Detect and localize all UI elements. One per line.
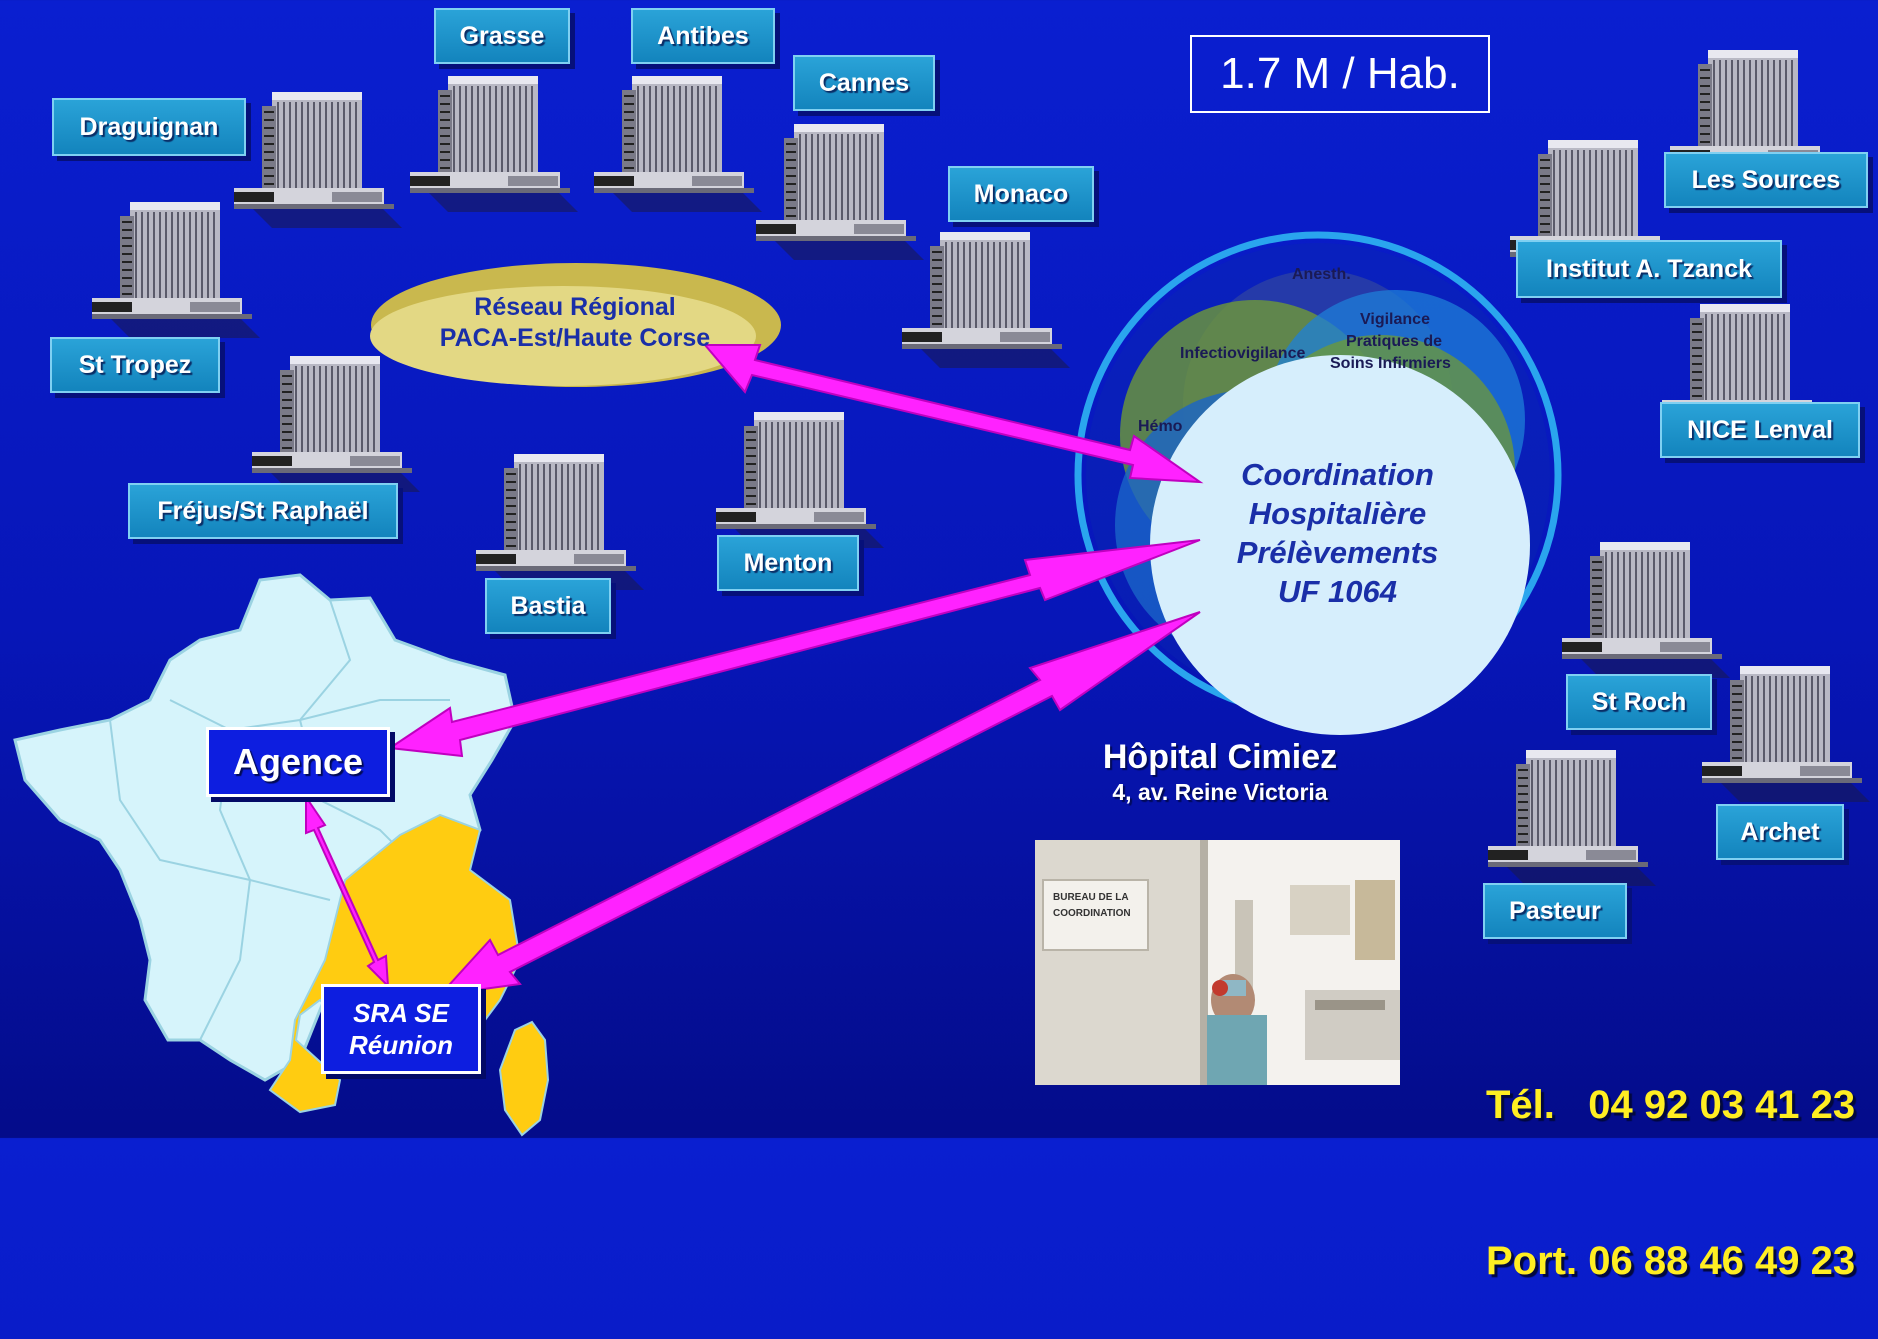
building-icon xyxy=(901,231,1071,369)
agence-box: Agence xyxy=(206,727,390,797)
hopital-address: 4, av. Reine Victoria xyxy=(1112,779,1328,805)
arrows xyxy=(305,344,1204,997)
diagram-canvas xyxy=(13,49,1871,1137)
hospital-label-antibes: Antibes xyxy=(631,8,775,64)
building-icon xyxy=(251,355,421,493)
sra-box: SRA SE Réunion xyxy=(321,984,481,1074)
photo-sign: BUREAU DE LA COORDINATION xyxy=(1053,890,1143,922)
coordination-line2: Hospitalière xyxy=(1248,496,1427,531)
hospital-label-institut-tzanck: Institut A. Tzanck xyxy=(1516,240,1782,298)
domain-soins: Soins Infirmiers xyxy=(1330,355,1451,372)
photo-sign-line1: BUREAU DE LA xyxy=(1053,892,1129,903)
hospital-label-bastia: Bastia xyxy=(485,578,611,634)
hospital-label-nice-lenval: NICE Lenval xyxy=(1660,402,1860,458)
coordination-circle xyxy=(1074,231,1562,735)
photo-drawing xyxy=(1035,840,1400,1085)
domain-vigilance: Vigilance xyxy=(1360,311,1430,328)
hopital-cimiez: Hôpital Cimiez 4, av. Reine Victoria xyxy=(1060,736,1380,806)
hospital-label-monaco: Monaco xyxy=(948,166,1094,222)
building-icon xyxy=(91,201,261,339)
hospital-label-cannes: Cannes xyxy=(793,55,935,111)
building-icon xyxy=(593,75,763,213)
domain-pratiques: Pratiques de xyxy=(1346,333,1443,350)
contact-tel: Tél. 04 92 03 41 23 xyxy=(1486,1083,1856,1127)
building-icon xyxy=(233,91,403,229)
hospital-label-frejus: Fréjus/St Raphaël xyxy=(128,483,398,539)
hospital-label-archet: Archet xyxy=(1716,804,1844,860)
contact-block: Tél. 04 92 03 41 23 Port. 06 88 46 49 23 xyxy=(1486,975,1855,1339)
hospital-label-draguignan: Draguignan xyxy=(52,98,246,156)
arrow-agence xyxy=(387,539,1201,758)
contact-port: Port. 06 88 46 49 23 xyxy=(1486,1239,1856,1283)
coordination-line4: UF 1064 xyxy=(1278,574,1397,609)
coordination-title: Coordination Hospitalière Prélèvements U… xyxy=(1150,455,1525,611)
coordination-office-photo: BUREAU DE LA COORDINATION xyxy=(1035,840,1400,1085)
arrow-regional xyxy=(702,344,1204,484)
domain-infectio: Infectiovigilance xyxy=(1180,345,1306,362)
regional-network-ellipse xyxy=(370,263,781,387)
sra-line2: Réunion xyxy=(349,1030,453,1060)
hospital-label-pasteur: Pasteur xyxy=(1483,883,1627,939)
hospital-label-menton: Menton xyxy=(717,535,859,591)
building-icon xyxy=(755,123,925,261)
arrow-sra xyxy=(437,611,1201,997)
photo-sign-line2: COORDINATION xyxy=(1053,908,1131,919)
regional-network-label: Réseau Régional PACA-Est/Haute Corse xyxy=(385,292,765,354)
regional-network-line2: PACA-Est/Haute Corse xyxy=(439,324,711,352)
population-stat: 1.7 M / Hab. xyxy=(1190,35,1490,113)
coordination-line1: Coordination xyxy=(1241,457,1434,492)
domain-hemo: Hémo xyxy=(1138,418,1183,435)
regional-network-line1: Réseau Régional xyxy=(474,293,676,321)
hospital-label-grasse: Grasse xyxy=(434,8,570,64)
domain-anesth: Anesth. xyxy=(1292,266,1351,283)
building-icon xyxy=(1701,665,1871,803)
hospital-label-les-sources: Les Sources xyxy=(1664,152,1868,208)
hospital-label-st-roch: St Roch xyxy=(1566,674,1712,730)
building-icon xyxy=(1561,541,1731,679)
coordination-line3: Prélèvements xyxy=(1236,535,1439,570)
building-icon xyxy=(715,411,885,549)
hopital-name: Hôpital Cimiez xyxy=(1102,738,1338,776)
hospital-label-st-tropez: St Tropez xyxy=(50,337,220,393)
building-icon xyxy=(409,75,579,213)
building-icon xyxy=(475,453,645,591)
sra-line1: SRA SE xyxy=(353,998,449,1028)
building-icon xyxy=(1487,749,1657,887)
